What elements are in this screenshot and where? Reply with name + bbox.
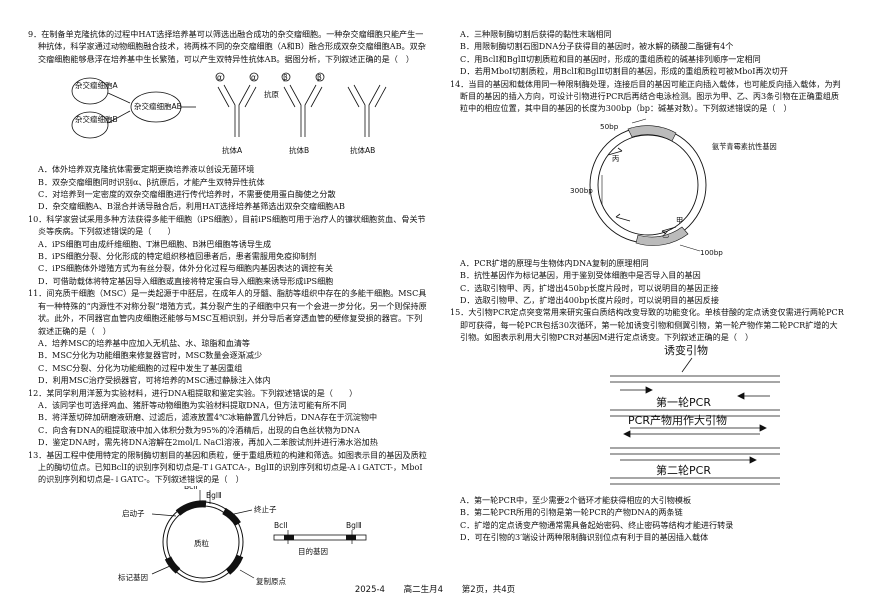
- cell-b-shape: [71, 111, 109, 139]
- target-bcl-label: BclⅠ: [274, 521, 288, 530]
- question-10: 10．科学家尝试采用多种方法获得多能干细胞（iPS细胞），目前iPS细胞可用于治…: [28, 213, 430, 287]
- target-gene-label: 目的基因: [298, 546, 328, 556]
- option: D．若用MboⅠ切割质粒，用BclⅠ和BglⅡ切割目的基因，形成的重组质粒可被M…: [460, 66, 788, 77]
- option: B．iPS细胞分裂、分化形成的特定组织移植回患者后，患者需服用免疫抑制剂: [38, 251, 317, 262]
- option: B．双杂交瘤细胞同时识别α、β抗原后，才能产生双特异性抗体: [38, 176, 265, 187]
- beta-label-2: β: [317, 73, 322, 82]
- left-column: 9．在制备单克隆抗体的过程中HAT选择培养基可以筛选出融合成功的杂交瘤细胞。一种…: [28, 28, 430, 594]
- bgl-site-label: BglⅡ: [206, 491, 222, 500]
- option: A．iPS细胞可由成纤维细胞、T淋巴细胞、B淋巴细胞等诱导生成: [38, 238, 272, 249]
- question-13-options: A．三种限制酶切割后获得的黏性末端相同 B．用限制酶切割石图DNA分子获得目的基…: [450, 28, 845, 78]
- question-9: 9．在制备单克隆抗体的过程中HAT选择培养基可以筛选出融合成功的杂交瘤细胞。一种…: [28, 28, 430, 213]
- round-2-pcr-label: 第二轮PCR: [656, 463, 711, 477]
- question-stem: 14．当目的基因和载体用同一种限制酶处理，连接后目的基因可能正向插入载体，也可能…: [450, 78, 841, 114]
- antibody-a-label: 抗体A: [222, 145, 243, 155]
- option: D．可借助载体将特定基因导入细胞或直接将特定蛋白导入细胞来诱导形成iPS细胞: [38, 275, 334, 286]
- q15-figure: 诱变引物 第一轮PCR PCR产物用作大引物 第二轮PCR: [450, 343, 845, 494]
- big-primer-pcr-diagram: 诱变引物 第一轮PCR PCR产物用作大引物 第二轮PCR: [610, 343, 780, 485]
- bcl-site-label: BclⅠ: [184, 486, 198, 491]
- option: C．向含有DNA的粗提取液中加入体积分数为95%的冷酒精后，出现的白色丝状物为D…: [38, 424, 361, 435]
- option: A．培养MSC的培养基中应加入无机盐、水、琼脂和血清等: [38, 337, 251, 348]
- beta-label: β: [283, 73, 288, 82]
- plasmid-diagram: BclⅠ BglⅡ 启动子 终止子 质粒 标记基因 复制原点 BclⅠ BglⅡ…: [118, 482, 367, 586]
- terminator-label: 终止子: [254, 504, 277, 514]
- footer-date: 2025-4: [354, 585, 385, 595]
- option: D．选取引物甲、乙，扩增出400bp长度片段时，可以说明目的基因反接: [460, 295, 719, 306]
- big-primer-label: PCR产物用作大引物: [628, 413, 727, 427]
- 100bp-label: 100bp: [700, 248, 723, 257]
- plasmid-label: 质粒: [194, 538, 209, 548]
- target-bgl-label: BglⅡ: [346, 521, 362, 530]
- cell-ab-label: 杂交瘤细胞AB: [134, 101, 182, 111]
- 300bp-label: 300bp: [570, 186, 593, 195]
- footer-page: 第2页，共4页: [461, 585, 516, 595]
- option: C．对培养到一定密度的双杂交瘤细胞进行传代培养时，不需要使用蛋白酶使之分散: [38, 189, 336, 200]
- option: C．选取引物甲、丙，扩增出450bp长度片段时，可以说明目的基因正接: [460, 282, 719, 293]
- option: C．iPS细胞体外增殖方式为有丝分裂，体外分化过程与细胞内基因表达的调控有关: [38, 263, 333, 274]
- question-stem: 11．间充质干细胞（MSC）是一类起源于中胚层，在成年人的牙髓、脂肪等组织中存在…: [28, 288, 427, 336]
- option: D．利用MSC治疗受损器官，可将培养的MSC通过静脉注入体内: [38, 375, 271, 386]
- option: A．第一轮PCR中，至少需要2个循环才能获得相应的大引物模板: [460, 494, 692, 505]
- cell-a-label: 杂交瘤细胞A: [75, 80, 118, 90]
- question-15: 15．大引物PCR定点突变常用来研究蛋白质结构改变导致的功能变化。单核苷酸的定点…: [450, 306, 845, 543]
- option: A．三种限制酶切割后获得的黏性末端相同: [460, 29, 612, 39]
- option: D．鉴定DNA时，需先将DNA溶解在2mol/L NaCl溶液，再加入二苯胺试剂…: [38, 437, 378, 448]
- cell-a-shape: [71, 77, 109, 105]
- antibody-diagram: 杂交瘤细胞A 杂交瘤细胞B 杂交瘤细胞AB α α β β 抗原 抗体A 抗体B…: [71, 72, 387, 155]
- round-1-pcr-label: 第一轮PCR: [656, 395, 711, 409]
- footer-title: 高二生月4: [403, 585, 444, 595]
- q14-figure: 50bp 300bp 100bp 氨苄青霉素抗性基因 甲 乙 丙: [450, 115, 845, 257]
- 50bp-label: 50bp: [600, 122, 619, 131]
- option: C．用BclⅠ和BglⅡ切割质粒和目的基因时，形成的重组质粒的碱基排列顺序一定相…: [460, 53, 761, 64]
- ori-label: 复制原点: [256, 576, 286, 586]
- option: B．将洋葱切碎加研磨液研磨、过滤后，滤液放置4℃冰箱静置几分钟后，DNA存在于沉…: [38, 412, 378, 423]
- primer-yi-label: 乙: [662, 230, 669, 239]
- target-gene-bar: [273, 534, 367, 541]
- mutagenic-primer-label: 诱变引物: [664, 344, 708, 357]
- question-13: 13．基因工程中使用特定的限制酶切割目的基因和质粒，便于重组质粒的构建和筛选。如…: [28, 449, 430, 594]
- marker-gene-label: 标记基因: [118, 572, 148, 582]
- option: C．MSC分裂、分化为功能细胞的过程中发生了基因重组: [38, 362, 243, 373]
- amp-resistance-label: 氨苄青霉素抗性基因: [712, 142, 777, 151]
- q9-figure: 杂交瘤细胞A 杂交瘤细胞B 杂交瘤细胞AB α α β β 抗原 抗体A 抗体B…: [28, 65, 430, 163]
- question-14: 14．当目的基因和载体用同一种限制酶处理，连接后目的基因可能正向插入载体，也可能…: [450, 78, 845, 307]
- option: B．MSC分化为功能细胞来修复器官时，MSC数量会逐渐减少: [38, 350, 263, 361]
- right-column: A．三种限制酶切割后获得的黏性末端相同 B．用限制酶切割石图DNA分子获得目的基…: [450, 28, 845, 543]
- question-12: 12．某同学利用洋葱为实验材料，进行DNA粗提取和鉴定实验。下列叙述错误的是（ …: [28, 387, 430, 449]
- option: D．杂交瘤细胞A、B混合并诱导融合后，利用HAT选择培养基筛选出双杂交瘤细胞AB: [38, 201, 345, 212]
- option: A．PCR扩增的原理与生物体内DNA复制的原理相同: [460, 257, 649, 268]
- option: B．用限制酶切割石图DNA分子获得目的基因时，被水解的磷酸二酯键有4个: [460, 41, 734, 52]
- alpha-label: α: [217, 73, 222, 82]
- option: B．第二轮PCR所用的引物是第一轮PCR的产物DNA的两条链: [460, 507, 683, 518]
- antibody-b-label: 抗体B: [289, 145, 309, 155]
- antibody-ab-label: 抗体AB: [350, 145, 375, 155]
- q13-figure: BclⅠ BglⅡ 启动子 终止子 质粒 标记基因 复制原点 BclⅠ BglⅡ…: [28, 482, 430, 594]
- promoter-label: 启动子: [122, 508, 145, 518]
- question-stem: 15．大引物PCR定点突变常用来研究蛋白质结构改变导致的功能变化。单核苷酸的定点…: [450, 307, 844, 343]
- option: A．体外培养双克隆抗体需要定期更换培养液以创设无菌环境: [38, 164, 255, 175]
- primer-jia-label: 甲: [676, 216, 683, 225]
- question-stem: 9．在制备单克隆抗体的过程中HAT选择培养基可以筛选出融合成功的杂交瘤细胞。一种…: [28, 29, 426, 64]
- question-stem: 12．某同学利用洋葱为实验材料，进行DNA粗提取和鉴定实验。下列叙述错误的是（ …: [28, 387, 358, 398]
- page-footer: 2025-4 高二生月4 第2页，共4页: [0, 583, 870, 595]
- question-stem: 10．科学家尝试采用多种方法获得多能干细胞（iPS细胞），目前iPS细胞可用于治…: [28, 213, 426, 237]
- question-11: 11．间充质干细胞（MSC）是一类起源于中胚层，在成年人的牙髓、脂肪等组织中存在…: [28, 287, 430, 386]
- option: B．抗性基因作为标记基因，用于鉴别受体细胞中是否导入目的基因: [460, 270, 701, 281]
- cell-b-label: 杂交瘤细胞B: [75, 114, 118, 124]
- primer-plasmid-diagram: 50bp 300bp 100bp 氨苄青霉素抗性基因 甲 乙 丙: [570, 118, 777, 257]
- alpha-label-2: α: [251, 73, 256, 82]
- option: D．可在引物的3′端设计两种限制酶识别位点有利于目的基因插入载体: [460, 531, 709, 542]
- question-stem: 13．基因工程中使用特定的限制酶切割目的基因和质粒，便于重组质粒的构建和筛选。如…: [28, 449, 427, 485]
- option: A．该同学也可选择鸡血、猪肝等动物细胞为实验材料提取DNA，但方法可能有所不同: [38, 399, 347, 410]
- option: C．扩增的定点诱变产物通常需具备起始密码、终止密码等结构才能进行转录: [460, 519, 734, 530]
- antigen-label: 抗原: [264, 89, 279, 99]
- primer-bing-label: 丙: [612, 154, 619, 163]
